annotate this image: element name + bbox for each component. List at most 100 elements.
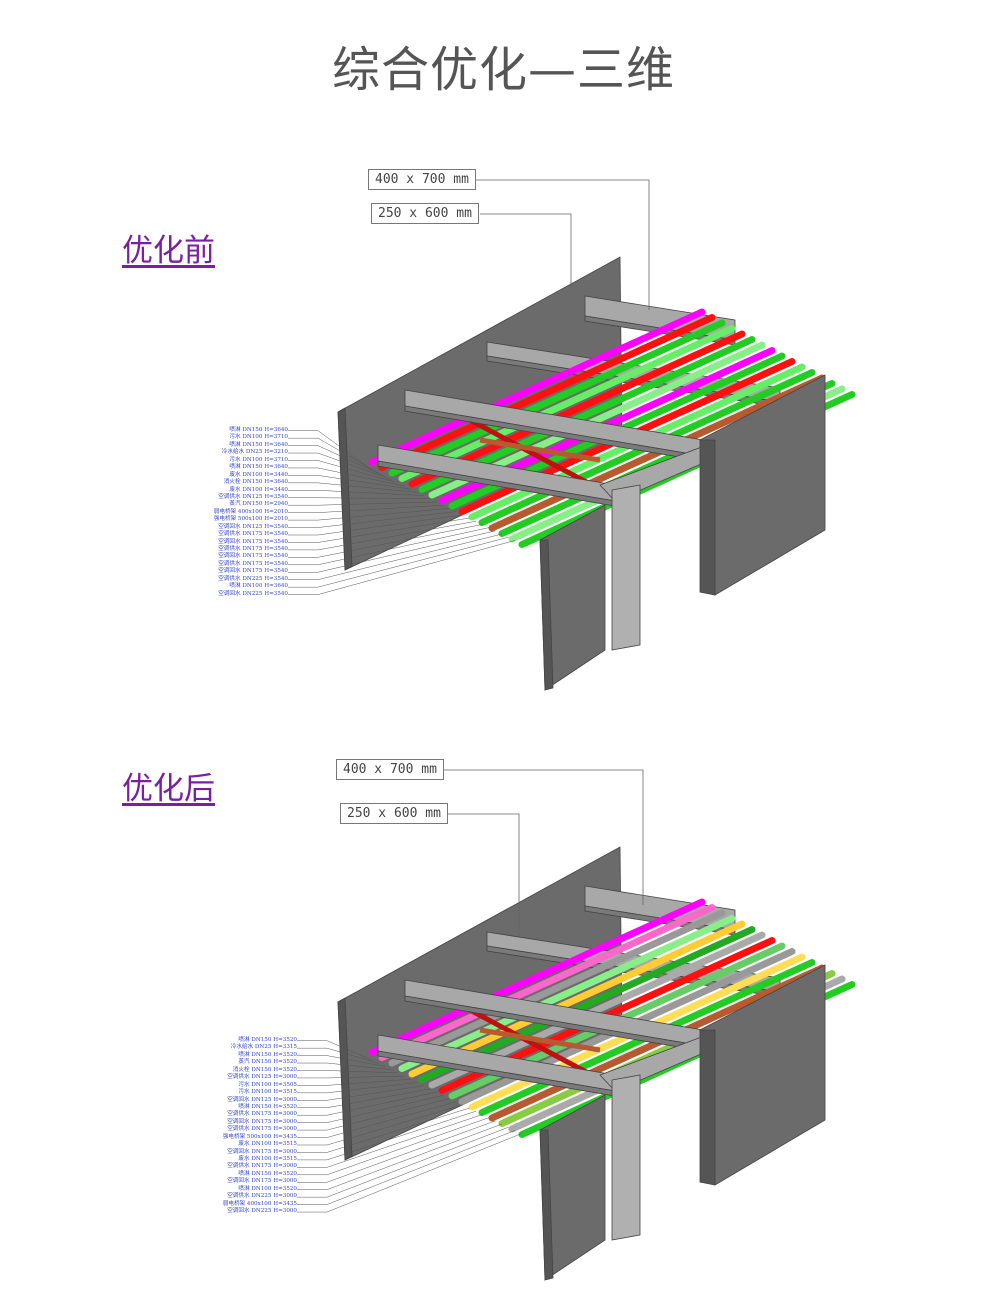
pipe-label: 喷淋 DN150 H=3520 xyxy=(238,1037,297,1043)
leader-line xyxy=(288,524,483,558)
leader-line xyxy=(297,1114,483,1168)
leader-line xyxy=(288,536,509,588)
leader-line xyxy=(288,511,457,528)
leader-line xyxy=(297,1126,509,1198)
leader-line xyxy=(288,504,444,513)
leader-line xyxy=(297,1082,418,1094)
pipe xyxy=(408,330,746,488)
leader-line xyxy=(297,1040,373,1061)
pipe-label: 喷淋 DN100 H=3640 xyxy=(229,583,288,590)
leader-line xyxy=(297,1107,470,1153)
pipe-label: 弱电桥架 400x100 H=2010 xyxy=(213,508,288,515)
pipe-label: 空调回水 DN175 H=3000 xyxy=(227,1178,297,1185)
pipe-label: 空调回水 DN175 H=3000 xyxy=(227,1148,297,1155)
leader-line xyxy=(297,1062,392,1070)
dim-label-beam-250x600-before: 250 x 600 mm xyxy=(371,203,479,224)
dim-leader xyxy=(443,769,644,905)
pipe-label: 空调供水 DN175 H=3540 xyxy=(218,546,288,552)
leader-line xyxy=(297,1101,457,1138)
column xyxy=(611,1074,641,1241)
leader-line xyxy=(288,520,477,551)
pipe xyxy=(388,909,726,1067)
leader-line xyxy=(297,1110,477,1161)
leader-line xyxy=(297,1075,405,1079)
leader-line xyxy=(288,490,425,496)
leader-line xyxy=(297,1104,464,1146)
right-wall-edge xyxy=(699,1029,716,1186)
leader-line xyxy=(288,497,431,500)
pipe-crossing xyxy=(479,1027,601,1053)
back-wall-edge xyxy=(337,997,353,1161)
pipe-label: 空调回水 DN225 H=3000 xyxy=(227,1208,297,1215)
pipe-label: 污水 DN100 H=3710 xyxy=(229,456,288,463)
leader-line xyxy=(297,1091,438,1116)
pipe xyxy=(368,308,706,466)
page-title: 综合优化—三维 xyxy=(331,42,675,98)
pipe-crossing xyxy=(479,437,601,463)
pipe-label: 喷淋 DN100 H=3520 xyxy=(238,1185,297,1192)
pipe-label: 消火栓 DN150 H=3640 xyxy=(223,479,288,486)
pipe-label: 弱电桥架 400x100 H=3435 xyxy=(222,1200,297,1207)
leader-line xyxy=(297,1133,522,1213)
pipe-label: 废水 DN100 H=3440 xyxy=(229,486,288,493)
pipe-label: 喷淋 DN150 H=3520 xyxy=(238,1170,297,1177)
leader-line xyxy=(288,530,496,573)
leader-line xyxy=(288,501,438,506)
pipe-label: 强电桥架 500x100 H=2010 xyxy=(213,516,288,523)
dim-label-beam-250x600-after: 250 x 600 mm xyxy=(340,803,448,824)
leader-line xyxy=(297,1098,451,1131)
pipe-label: 空调供水 DN225 H=3000 xyxy=(227,1193,297,1200)
pipe-label: 空调供水 DN175 H=3000 xyxy=(227,1126,297,1133)
pipe-label: 空调回水 DN225 H=3540 xyxy=(218,590,288,597)
dim-label-beam-400x700-before: 400 x 700 mm xyxy=(368,169,476,190)
leader-line xyxy=(288,445,386,477)
leader-line xyxy=(297,1120,496,1183)
pipe xyxy=(368,898,706,1056)
pipe xyxy=(398,325,736,482)
pipe-label: 冷水给水 DN25 H=3315 xyxy=(230,1044,297,1051)
leader-line xyxy=(288,482,418,493)
pipe-label: 喷淋 DN150 H=3520 xyxy=(238,1051,297,1058)
pipe-label: 空调供水 DN125 H=3000 xyxy=(227,1074,297,1081)
pipe-label: 空调供水 DN175 H=3000 xyxy=(227,1163,297,1170)
dim-leader xyxy=(475,179,650,310)
front-wall-edge xyxy=(539,1129,554,1281)
leader-line xyxy=(288,540,516,595)
pipe-label: 废水 DN100 H=3515 xyxy=(238,1156,297,1162)
pipe-label: 空调供水 DN175 H=3000 xyxy=(227,1111,297,1118)
dim-leader xyxy=(448,813,520,935)
pipe xyxy=(408,920,746,1078)
pipe-label: 污水 DN100 H=3710 xyxy=(229,434,288,441)
leader-line xyxy=(288,460,399,484)
pipe-label: 喷淋 DN150 H=3640 xyxy=(229,427,288,433)
leader-line xyxy=(297,1070,399,1074)
heading-after: 优化后 xyxy=(122,771,215,807)
leader-line xyxy=(288,437,379,474)
leader-line xyxy=(288,514,464,536)
leader-line xyxy=(288,527,490,566)
pipe-label: 废水 DN100 H=3440 xyxy=(229,471,288,478)
leader-line xyxy=(297,1055,386,1067)
pipe-label: 强电桥架 500x100 H=3435 xyxy=(222,1133,297,1140)
pipe-label: 空调回水 DN125 H=3000 xyxy=(227,1096,297,1103)
pipe-label: 污水 DN100 H=3515 xyxy=(238,1089,297,1096)
leader-line xyxy=(297,1085,425,1101)
leader-line xyxy=(288,475,412,490)
leader-line xyxy=(297,1078,412,1086)
leader-line xyxy=(288,508,451,521)
pipe-label: 污水 DN100 H=3505 xyxy=(238,1081,297,1088)
pipe xyxy=(378,904,716,1061)
dim-label-beam-400x700-after: 400 x 700 mm xyxy=(336,759,444,780)
leader-line xyxy=(297,1117,490,1176)
pipe-label: 蒸汽 DN150 H=3520 xyxy=(238,1059,297,1066)
pipe-label: 冷水给水 DN25 H=3210 xyxy=(221,449,288,456)
leader-line xyxy=(288,452,392,480)
leader-line xyxy=(288,430,373,471)
pipe-label: 空调回水 DN175 H=3540 xyxy=(218,538,288,545)
leader-line xyxy=(297,1047,379,1064)
pipe-label: 空调回水 DN175 H=3540 xyxy=(218,568,288,575)
pipe-label: 消火栓 DN150 H=3520 xyxy=(232,1066,297,1073)
pipe-label: 蒸汽 DN150 H=2940 xyxy=(229,501,288,508)
